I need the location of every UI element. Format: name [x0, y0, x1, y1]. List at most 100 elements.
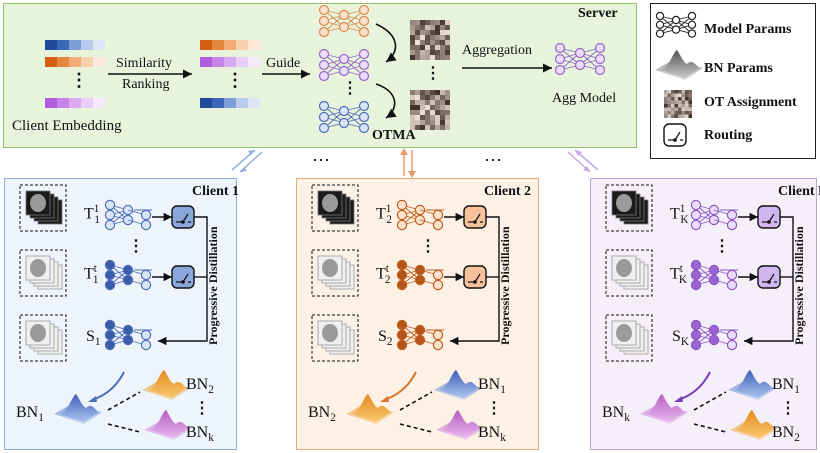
server-title: Server	[578, 6, 618, 21]
legend-routing: Routing	[704, 128, 753, 143]
ot-vdots: ⋮	[425, 65, 441, 82]
client-1-routing-1	[171, 205, 195, 229]
client-1-bn-bot-label: BNk	[186, 424, 214, 445]
client-3-title: Client K	[778, 184, 820, 199]
client-1-bn-curve	[91, 371, 125, 401]
embedding-vdots: ⋮	[70, 70, 88, 90]
client-1-teacher-t-net	[104, 259, 134, 291]
client-2-title: Client 2	[484, 184, 532, 199]
client-2-distill-path	[450, 216, 500, 346]
server-hdots-left: ⋯	[312, 150, 330, 170]
client-1-bn-link-top	[107, 391, 141, 411]
client-2-bn-bot-label: BNk	[478, 424, 506, 445]
legend-model-params: Model Params	[704, 22, 792, 37]
client-1-bn-left-label: BN1	[16, 404, 44, 425]
server-hdots-right: ⋯	[484, 150, 502, 170]
embedding-bars	[45, 40, 105, 108]
client-3-bn-left-label: BNk	[602, 404, 630, 425]
comm-arrows-client2	[400, 148, 416, 178]
ranking-label: Ranking	[122, 77, 170, 92]
embedding-bar-purple	[45, 98, 105, 108]
client-1-net-vdots: ⋮	[128, 238, 144, 255]
server-net-orange	[318, 4, 370, 38]
ranked-bar-purple	[200, 57, 260, 67]
client-3-images-t	[605, 249, 653, 297]
client-2-images-s	[311, 314, 359, 362]
client-2-t1-label: T12	[376, 203, 392, 226]
client-1-t1-label: T11	[84, 203, 100, 226]
comm-arrows-clientk	[567, 149, 599, 173]
clients-content	[19, 184, 794, 440]
client-1-bn-bottom	[144, 410, 192, 440]
client-3-bn-vdots: ⋮	[780, 400, 796, 417]
client-2-teacher-t-net	[396, 259, 426, 291]
ranked-vdots: ⋮	[226, 70, 244, 90]
client-2-images-t	[311, 249, 359, 297]
client-2-net-out-1	[419, 269, 444, 291]
client-3-s-label: SK	[672, 328, 689, 349]
client-1-student-net	[104, 319, 134, 351]
client-3-bn-top	[728, 370, 776, 400]
ot-matrix-top	[410, 20, 450, 60]
client-2-distill-label: Progressive Distillation	[498, 226, 512, 345]
client-1-distill-label: Progressive Distillation	[206, 226, 220, 345]
client-1-tt-label: Tt1	[84, 263, 99, 286]
client-1-images-t	[19, 249, 67, 297]
client-3-bn-curve-head	[674, 396, 683, 402]
legend-bn-icon	[655, 50, 703, 80]
curved-arrow-2	[375, 83, 397, 119]
legend-icons	[655, 11, 703, 147]
client-2-bn-vdots: ⋮	[486, 400, 502, 417]
client-2-net-vdots: ⋮	[420, 238, 436, 255]
embedding-bar-blue	[45, 40, 105, 50]
otma-label: OTMA	[372, 128, 416, 143]
agg-model-label: Agg Model	[552, 91, 617, 106]
client-3-bn-link-top	[693, 391, 727, 411]
client-3-t1-label: T1K	[670, 203, 689, 226]
legend-routing-icon	[663, 123, 687, 147]
client-3-images-1	[605, 184, 653, 232]
client-1-images-1	[19, 184, 67, 232]
aggregation-label: Aggregation	[462, 43, 532, 58]
client-3-teacher-1-net	[690, 199, 720, 231]
client-2-images-1	[311, 184, 359, 232]
client-3-routing-1	[757, 205, 781, 229]
client-1-distill-path	[158, 216, 208, 346]
client-3-bn-curve	[677, 371, 711, 401]
client-2-bn-link-bottom	[399, 423, 433, 433]
legend-ot-icon	[664, 90, 692, 118]
client-embedding-label: Client Embedding	[12, 118, 122, 134]
client-1-bn-top-label: BN2	[186, 376, 214, 397]
client-1-s-label: S1	[86, 328, 101, 349]
legend-bn-params: BN Params	[704, 61, 773, 76]
client-3-bn-link-bottom	[693, 423, 727, 433]
client-3-bn-top-label: BN1	[772, 376, 800, 397]
client-3-bn-bottom	[730, 410, 778, 440]
client-2-bn-main	[346, 394, 394, 424]
client-3-images-s	[605, 314, 653, 362]
client-1-bn-curve-head	[88, 396, 97, 402]
client-1-bn-link-bottom	[107, 423, 141, 433]
ranked-bar-blue	[200, 98, 260, 108]
client-2-bn-left-label: BN2	[308, 404, 336, 425]
client-1-net-out-0	[127, 209, 152, 231]
client-3-net-out-0	[713, 209, 738, 231]
client-2-routing-t	[463, 265, 487, 289]
client-3-distill-label: Progressive Distillation	[792, 226, 806, 345]
client-1-bn-main	[54, 394, 102, 424]
client-2-teacher-1-net	[396, 199, 426, 231]
server-net-blue	[318, 100, 370, 134]
client-1-bn-vdots: ⋮	[194, 400, 210, 417]
client-3-student-net	[690, 319, 720, 351]
legend-model-icon	[655, 11, 697, 38]
network-vdots: ⋮	[342, 80, 358, 97]
client-2-bn-bottom	[436, 410, 484, 440]
client-2-tt-label: Tt2	[376, 263, 391, 286]
client-3-routing-t	[757, 265, 781, 289]
client-3-distill-path	[744, 216, 794, 346]
server-net-purple	[318, 48, 370, 82]
client-3-teacher-t-net	[690, 259, 720, 291]
server-networks	[318, 4, 606, 134]
